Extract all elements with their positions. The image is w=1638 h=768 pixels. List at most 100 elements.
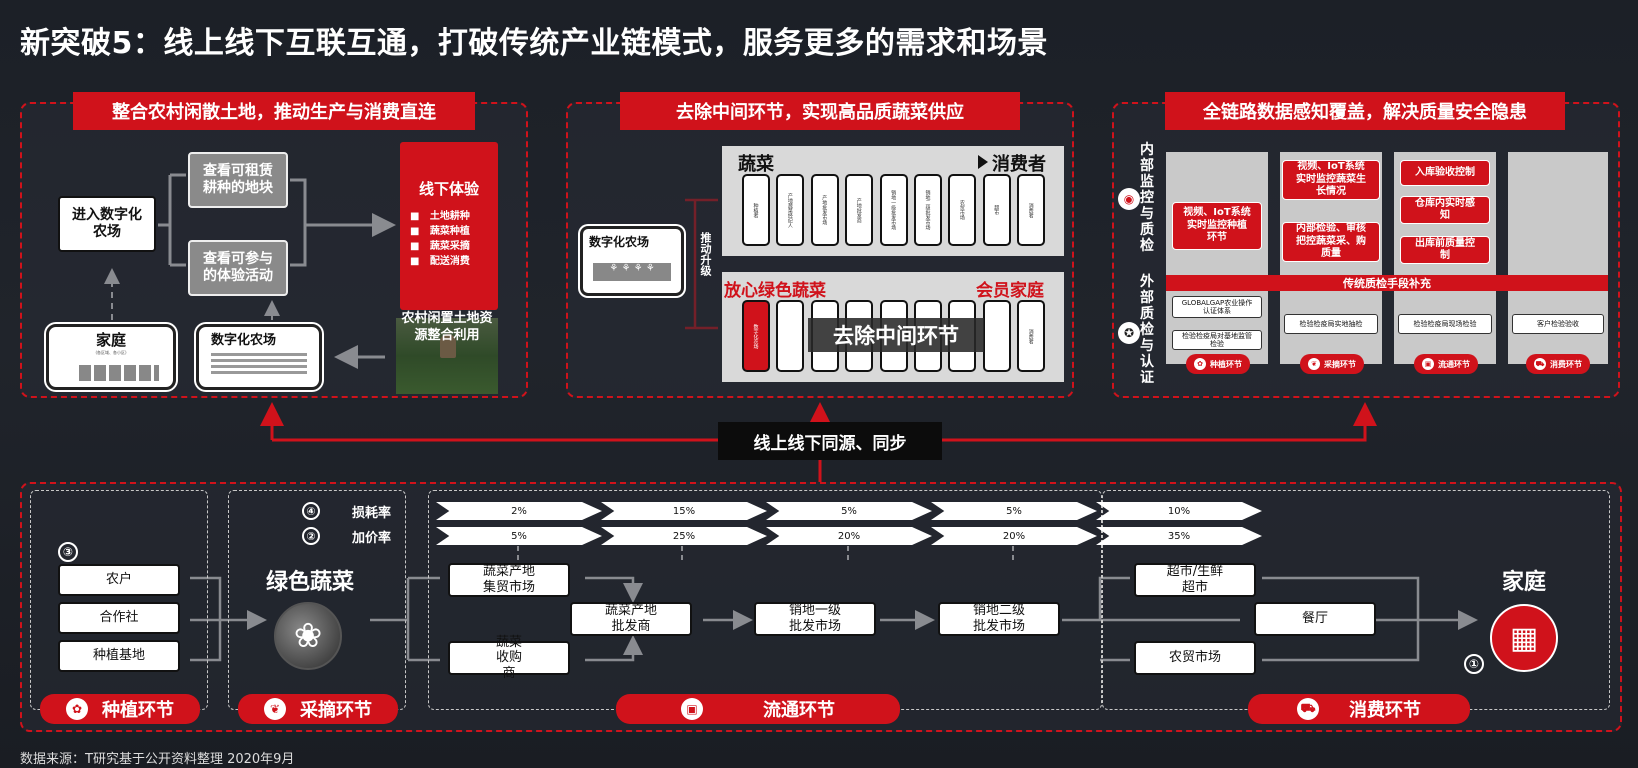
producer-base: 种植基地 [58,640,180,672]
farm-device-label: 数字化农场 [589,235,650,249]
farmland-photo [396,318,498,394]
flow-stage-planting: ✿种植环节 [40,694,200,724]
farmer-figure [440,334,456,358]
farmers-market-box: 农贸市场 [1134,641,1256,675]
upgrade-label: 推动升级 [699,232,712,276]
direct-chain-cell: 数字化农场 [742,300,770,372]
sprout-icon: ✿ [1194,358,1206,370]
section-planting [30,490,208,710]
globalgap-box: GLOBALGAP农业操作认证体系 [1172,296,1262,318]
stage-pill-picking: ❦采摘环节 [1300,354,1364,374]
planting-monitor-box: 视频、IoT系统实时监控种植环节 [1172,202,1262,250]
markup-rates-tag: 20% [766,527,932,545]
buyer-box: 蔬菜收购商 [448,635,570,681]
family-label: 家庭 [95,331,126,349]
loss-rates-tag: 2% [436,502,602,520]
leaf-icon: ❦ [1308,358,1320,370]
producer-coop: 合作社 [58,602,180,634]
spot-check-box: 检验检疫局实地抽检 [1284,314,1378,334]
loss-circle-number: ④ [302,502,320,520]
panel3-header: 全链路数据感知覆盖，解决质量安全隐患 [1165,92,1565,130]
rent-land-box: 查看可租赁耕种的地块 [188,152,288,208]
supermarket-box: 超市/生鲜超市 [1134,563,1256,597]
inbound-control-box: 入库验收控制 [1400,160,1490,186]
markup-circle-number: ② [302,527,320,545]
family-circle-number: ① [1464,654,1484,674]
loss-label: 损耗率 [352,506,392,521]
direct-chain-cell [982,300,1011,372]
panel1-header: 整合农村闲散土地，推动生产与消费直连 [73,92,475,130]
loss-rates-tag: 10% [1096,502,1262,520]
traditional-chain-cell: 消费者 [1017,174,1046,246]
panel2-header: 去除中间环节，实现高品质蔬菜供应 [620,92,1020,130]
truck-icon: ▣ [681,698,703,720]
stage-column-planting [1166,152,1268,364]
join-activity-box: 查看可参与的体验活动 [188,240,288,296]
traditional-chain-cell: 农贸市场 [948,174,977,246]
traditional-chain-cell: 销地一级批发市场 [879,174,908,246]
sales-market-2-box: 销地二级批发市场 [938,602,1060,636]
restaurant-box: 餐厅 [1254,602,1376,636]
offline-item: ■ 蔬菜种植 [410,226,470,237]
loss-rates-tag: 5% [931,502,1097,520]
planting-circle-number: ③ [58,542,78,562]
farm-label: 数字化农场 [211,333,277,348]
markup-label: 加价率 [352,531,392,546]
traditional-chain-cells: 种植者产地蔬菜经纪人产地批发市场产地批发商销地一级批发市场销地二级批发市场农贸市… [742,174,1054,246]
farm-device: 数字化农场 ⚘ ⚘ ⚘ ⚘ [580,226,684,296]
traditional-chain-cell: 种植者 [742,174,770,246]
external-label: 外部质检与认证 [1140,274,1154,386]
offline-item: ■ 土地耕种 [410,211,470,222]
page-title: 新突破5：线上线下互联互通，打破传统产业链模式，服务更多的需求和场景 [20,26,1048,61]
flow-stage-circulation: ▣流通环节 [616,694,900,724]
markup-rates-tag: 35% [1096,527,1262,545]
loss-rates-tag: 15% [601,502,767,520]
green-veg-label: 绿色蔬菜 [266,570,355,595]
markup-rates-tag: 5% [436,527,602,545]
stage-pill-consumption: ⛟消费环节 [1526,354,1590,374]
internal-inspection-box: 内部检验、审核把控蔬菜采、购质量 [1282,222,1380,262]
section-consumption [1102,490,1610,710]
stage-pill-circulation: ▣流通环节 [1414,354,1478,374]
cart-icon: ⛟ [1534,358,1546,370]
enter-farm-box: 进入数字化农场 [58,196,156,252]
offline-title: 线下体验 [418,180,479,198]
chain-from-label: 蔬菜 [738,154,774,175]
family-label: 家庭 [1502,570,1547,595]
origin-market-box: 蔬菜产地集贸市场 [448,563,570,597]
sales-market-1-box: 销地一级批发市场 [754,602,876,636]
remove-middle-overlay: 去除中间环节 [808,318,984,352]
customer-acceptance-box: 客户检验验收 [1512,314,1604,334]
farm-screen-icon [211,353,307,377]
leaf-icon: ❦ [264,698,286,720]
sync-label: 线上线下同源、同步 [718,422,942,460]
loss-rates-tag: 5% [766,502,932,520]
camera-icon: ◉ [1118,188,1140,210]
direct-chain-cell [776,300,805,372]
traditional-chain-cell: 销地二级批发市场 [914,174,942,246]
producer-farmer: 农户 [58,564,180,596]
offline-item: ■ 配送消费 [410,256,470,267]
chain-to-label: 消费者 [992,154,1046,175]
markup-rates-tag: 25% [601,527,767,545]
sprout-row-icon: ⚘ ⚘ ⚘ ⚘ [593,263,671,281]
offline-experience-box: 线下体验 ■ 土地耕种 ■ 蔬菜种植 ■ 蔬菜采摘 ■ 配送消费 [400,142,498,310]
origin-wholesaler-box: 蔬菜产地批发商 [570,602,692,636]
traditional-chain-cell: 超市 [982,174,1011,246]
internal-label: 内部监控与质检 [1140,142,1154,254]
base-inspection-box: 检验检疫局对基地监管检验 [1172,330,1262,350]
section-picking [228,490,406,710]
direct-from-label: 放心绿色蔬菜 [724,281,826,301]
cart-icon: ⛟ [1297,698,1319,720]
flow-stage-consumption: ⛟消费环节 [1248,694,1470,724]
outbound-control-box: 出库前质量控制 [1400,236,1490,264]
certificate-icon: ✪ [1118,322,1140,344]
farm-phone-mockup: 数字化农场 [196,324,322,390]
chain-to-arrow-icon [978,155,988,169]
warehouse-sensing-box: 仓库内实时感知 [1400,196,1490,224]
truck-icon: ▣ [1422,358,1434,370]
onsite-inspection-box: 检验检疫局现场检验 [1398,314,1492,334]
family-sub: (各区域、各小区) [95,350,127,355]
land-caption: 农村闲置土地资源整合利用 [401,311,493,343]
building-icon: ▦ [1490,604,1558,672]
